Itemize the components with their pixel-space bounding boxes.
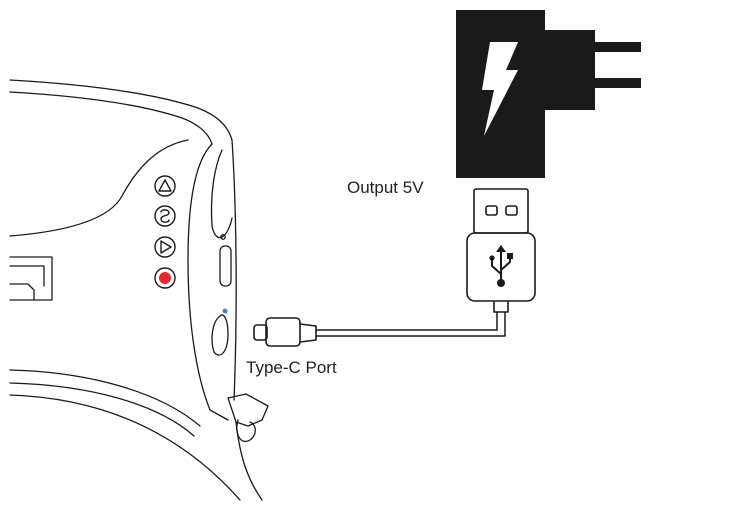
mode-icon[interactable] [154, 205, 176, 227]
usb-symbol-icon [489, 245, 513, 287]
record-icon[interactable] [154, 267, 176, 289]
play-icon[interactable] [154, 236, 176, 258]
type-c-port-label: Type-C Port [246, 358, 337, 377]
usb-a-housing [466, 232, 536, 302]
device [9, 79, 269, 501]
charger-prong-top [595, 42, 641, 52]
side-switch [219, 245, 232, 287]
type-c-plug [253, 317, 317, 347]
device-top-outline [9, 79, 233, 141]
triangle-icon[interactable] [154, 175, 176, 197]
device-buttons [154, 175, 176, 289]
output-voltage-label: Output 5V [347, 178, 424, 197]
strap-loop [9, 256, 53, 301]
type-c-housing [265, 317, 301, 347]
device-bottom-curve [9, 369, 201, 427]
usb-a-connector [473, 188, 529, 234]
device-groove [9, 139, 189, 237]
charger-plug-base [545, 30, 595, 110]
side-port-cavity [211, 314, 229, 356]
device-side-panel [187, 143, 229, 421]
charger-prong-bottom [595, 78, 641, 88]
device-top-inner-outline [9, 91, 213, 145]
usb-a-plug [466, 188, 536, 313]
lightning-bolt-icon [482, 42, 518, 136]
type-c-connector [253, 324, 268, 341]
wall-charger [456, 10, 641, 178]
usb-cable [316, 312, 506, 337]
